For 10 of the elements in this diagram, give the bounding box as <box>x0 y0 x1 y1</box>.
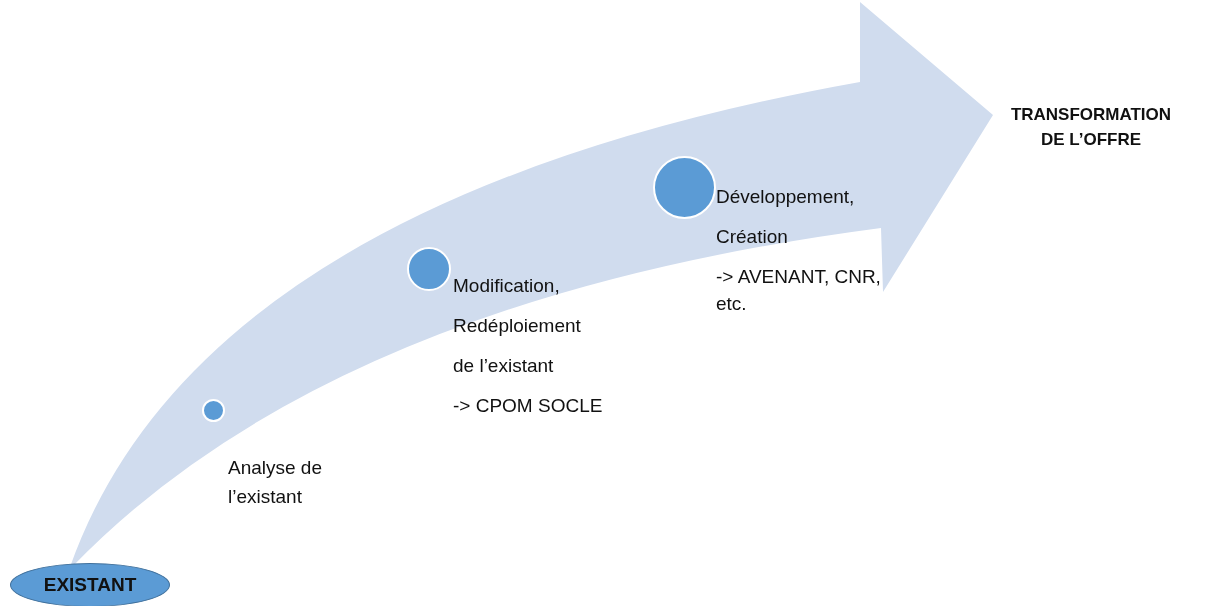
step-label: Modification, <box>453 274 561 298</box>
step-label: -> CPOM SOCLE <box>453 394 604 418</box>
step-label: Création <box>716 225 789 249</box>
step-label: de l’existant <box>453 354 555 378</box>
step-label: Redéploiement <box>453 314 582 338</box>
step-label: -> AVENANT, CNR, etc. <box>716 265 882 316</box>
node-label: EXISTANT <box>43 574 137 596</box>
goal-label: TRANSFORMATION DE L’OFFRE <box>1010 102 1172 152</box>
step-label: Développement, <box>716 185 856 209</box>
step-label: Analyse de l’existant <box>228 456 323 509</box>
